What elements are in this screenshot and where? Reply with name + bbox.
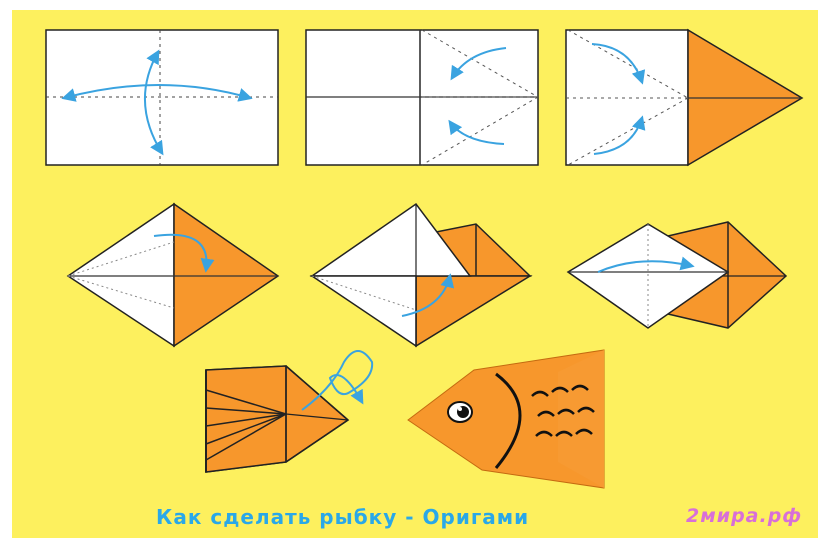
step-8-finished-fish: [408, 350, 604, 488]
step-1-square: [46, 30, 278, 165]
origami-diagram: [12, 10, 818, 538]
step-3-square-with-triangle: [566, 30, 802, 165]
origami-instruction-board: [12, 10, 818, 538]
step-7-fan: [206, 351, 372, 472]
flip-over-arrow: [302, 351, 372, 410]
page-title: Как сделать рыбку - Оригами: [156, 505, 529, 529]
step-4-diamond: [68, 204, 278, 346]
step-6-diamond: [568, 222, 786, 328]
step-5-diamond-with-flaps: [312, 204, 530, 346]
step-2-square: [306, 30, 538, 165]
site-watermark: 2мира.рф: [686, 505, 802, 527]
